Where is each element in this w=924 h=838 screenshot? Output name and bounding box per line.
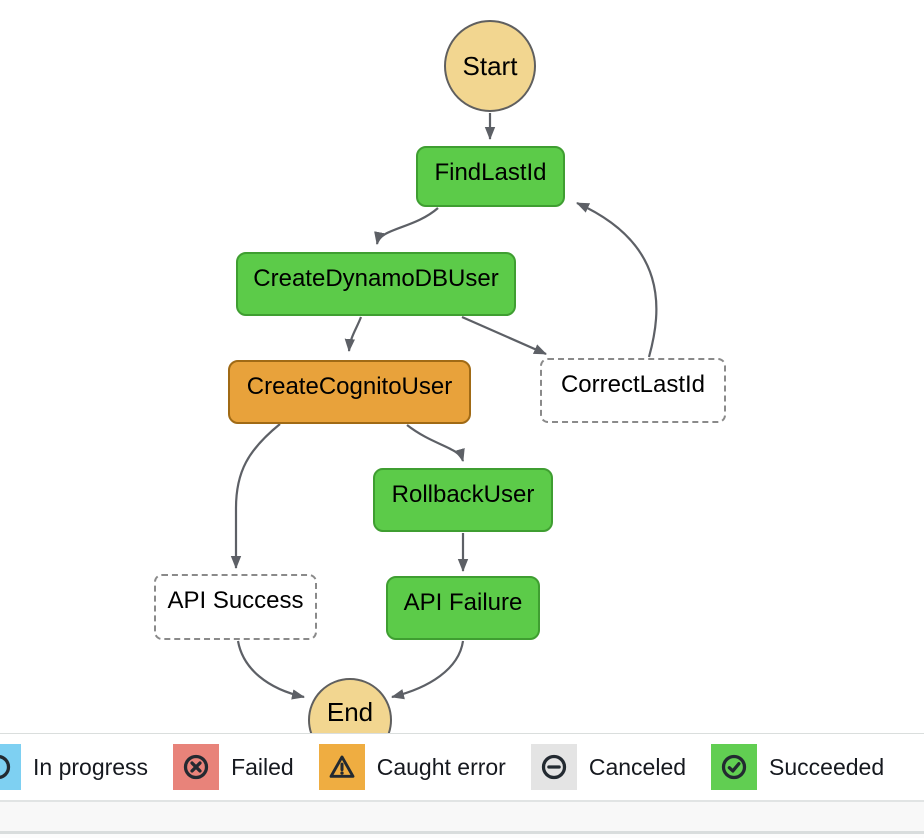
state-node-createcognitouser[interactable]: CreateCognitoUser (228, 360, 471, 424)
legend-label: Canceled (588, 753, 687, 780)
caught-error-icon (318, 744, 365, 790)
in-progress-icon (0, 744, 21, 790)
edge-correctlastid-to-findlastid (576, 201, 658, 358)
edge-createdynamodbuser-to-correctlastid (461, 315, 547, 356)
state-node-label: API Failure (403, 589, 523, 616)
start-node: Start (444, 20, 536, 112)
state-node-apifailure[interactable]: API Failure (386, 576, 540, 640)
state-node-label: CreateDynamoDBUser (253, 265, 499, 292)
graph-legend: In progress Failed Caught error (0, 733, 924, 800)
edge-apifailure-to-end (391, 640, 465, 700)
state-node-label: FindLastId (434, 159, 547, 186)
canceled-icon (530, 744, 577, 790)
edge-createcognitouser-to-apisuccess (230, 423, 281, 569)
graph-edges (230, 113, 658, 700)
state-node-createdynamodbuser[interactable]: CreateDynamoDBUser (236, 252, 516, 316)
state-node-correctlastid[interactable]: CorrectLastId (540, 358, 726, 423)
failed-icon (173, 744, 220, 790)
legend-label: Caught error (376, 753, 506, 780)
edge-apisuccess-to-end (236, 640, 305, 700)
state-node-label: API Success (167, 587, 304, 614)
legend-item-canceled: Canceled (530, 744, 687, 790)
start-node-label: Start (462, 50, 518, 81)
legend-item-in-progress: In progress (0, 744, 148, 790)
legend-label: Failed (231, 753, 294, 780)
panel-divider (0, 800, 924, 831)
legend-item-failed: Failed (173, 744, 294, 790)
state-node-label: RollbackUser (391, 481, 535, 508)
legend-label: Succeeded (769, 753, 885, 780)
state-node-findlastid[interactable]: FindLastId (416, 146, 565, 207)
end-node-label: End (326, 697, 374, 727)
edge-createdynamodbuser-to-createcognitouser (344, 316, 363, 352)
state-machine-graph: Start FindLastId CreateDynamoDBUser Crea… (154, 20, 726, 733)
edge-findlastid-to-createdynamodbuser (374, 207, 439, 245)
state-node-label: CreateCognitoUser (246, 373, 453, 400)
edge-createcognitouser-to-rollbackuser (406, 424, 465, 462)
legend-item-succeeded: Succeeded (711, 744, 884, 790)
state-node-apisuccess[interactable]: API Success (154, 574, 317, 640)
succeeded-icon (711, 744, 758, 790)
legend-label: In progress (33, 753, 149, 780)
panel-divider-lower (0, 831, 924, 838)
state-node-rollbackuser[interactable]: RollbackUser (373, 468, 553, 532)
state-node-label: CorrectLastId (560, 371, 706, 398)
legend-item-caught-error: Caught error (318, 744, 506, 790)
